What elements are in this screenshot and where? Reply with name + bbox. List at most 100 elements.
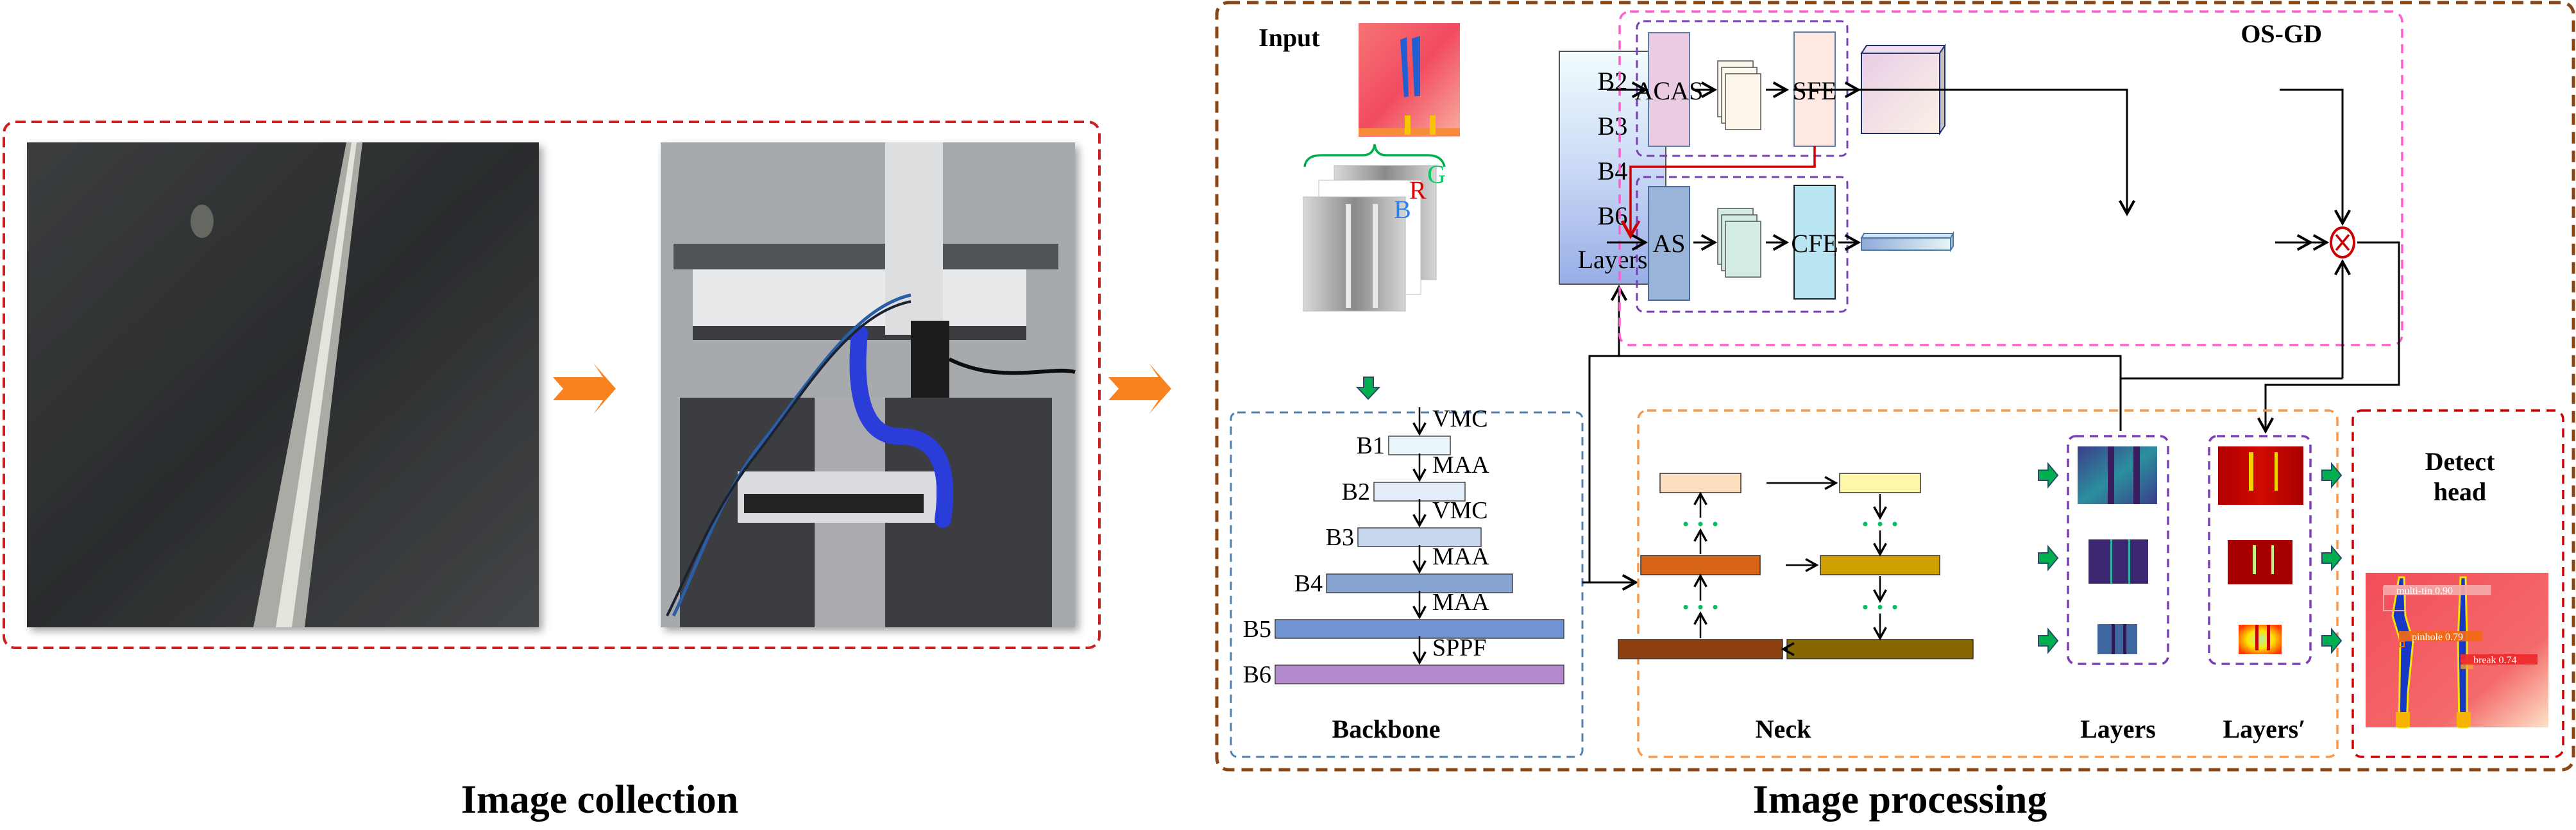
- backbone-stage-label: B5: [1243, 616, 1271, 643]
- acas-label: ACAS: [1635, 76, 1704, 105]
- solder-closeup-photo: [27, 142, 539, 627]
- spatial-feature-cube: [1860, 43, 1946, 136]
- backbone-stage-block: [1357, 527, 1482, 547]
- input-title: Input: [1258, 23, 1320, 52]
- ellipsis-dot: [1877, 521, 1883, 527]
- ellipsis-dot: [1863, 521, 1868, 527]
- as-label: AS: [1652, 229, 1685, 258]
- ellipsis-dot: [1713, 605, 1718, 609]
- neck-title: Neck: [1756, 715, 1811, 743]
- ellipsis-dot: [1863, 605, 1868, 609]
- green-arrow-icon: [2038, 545, 2059, 572]
- backbone-title: Backbone: [1332, 715, 1441, 743]
- image-processing-caption: Image processing: [1752, 778, 2047, 822]
- multiply-to-layers-prime-connector: [2257, 241, 2400, 434]
- image-collection-caption: Image collection: [461, 778, 739, 822]
- sfe-to-as-connector: [1620, 146, 1816, 239]
- neck-border: [1637, 409, 2339, 758]
- stack-item-label: B2: [1598, 67, 1628, 96]
- green-down-arrow-icon: [1355, 377, 1381, 400]
- collection-border: [3, 121, 1101, 649]
- backbone-stage-label: B1: [1357, 432, 1385, 459]
- stack-item-label: B3: [1598, 112, 1628, 140]
- detection-label-text: break 0.74: [2473, 655, 2517, 666]
- backbone-stage-block: [1326, 573, 1513, 593]
- green-arrow-icon: [2038, 462, 2059, 489]
- ellipsis-dot: [1683, 605, 1688, 609]
- layers-prime-title: Layers′: [2223, 715, 2305, 743]
- flow-arrow-icon: [553, 363, 616, 414]
- detect-title-line1: Detect: [2425, 447, 2495, 476]
- detection-label-text: pinhole 0.79: [2412, 632, 2463, 643]
- ellipsis-dot: [1683, 521, 1688, 527]
- as-block: AS: [1648, 186, 1690, 301]
- backbone-op-label: SPPF: [1432, 634, 1487, 661]
- detection-label-bg: [2399, 631, 2482, 641]
- backbone-op-label: MAA: [1432, 589, 1489, 616]
- backbone-op-label: VMC: [1432, 405, 1488, 432]
- multiply-operator-icon: [2330, 226, 2355, 258]
- osgd-title: OS-GD: [2241, 19, 2322, 48]
- layers-border: [2067, 435, 2169, 665]
- backbone-stage-block: [1275, 619, 1564, 639]
- inspection-machine-photo: [661, 142, 1076, 627]
- channel-g-label: G: [1427, 160, 1446, 189]
- stack-item-label: B4: [1598, 157, 1628, 185]
- layers-title: Layers: [2080, 715, 2156, 743]
- top-feature-maps: [1717, 60, 1761, 130]
- green-arrow-icon: [2321, 627, 2343, 654]
- green-arrow-icon: [2038, 627, 2059, 654]
- neck-blocks: [1618, 473, 1974, 659]
- backbone-op-label: VMC: [1432, 497, 1488, 524]
- ellipsis-dot: [1892, 521, 1897, 527]
- ellipsis-dot: [1877, 605, 1883, 609]
- cfe-block: CFE: [1791, 185, 1838, 300]
- channel-brace-icon: [1303, 144, 1446, 167]
- neck-left-block: [1640, 555, 1761, 575]
- ellipsis-dot: [1713, 521, 1718, 527]
- green-arrows-to-detect: [2321, 462, 2343, 654]
- detect-border: [2351, 409, 2564, 758]
- neck-left-block: [1618, 639, 1783, 659]
- detect-title-line2: head: [2434, 477, 2486, 506]
- backbone-border: [1230, 411, 1584, 758]
- backbone-stage-label: B2: [1342, 479, 1370, 505]
- neck-right-block: [1839, 473, 1921, 493]
- processing-border: [1215, 1, 2575, 772]
- backbone-to-stack-connector: [1588, 355, 1619, 582]
- channel-r-label: R: [1409, 176, 1427, 205]
- image-processing-panel: Input G R B V: [1215, 1, 2575, 772]
- backbone-op-label: MAA: [1432, 543, 1489, 570]
- image-collection-panel: [3, 121, 1171, 649]
- channel-b-label: B: [1394, 195, 1411, 224]
- backbone-stage-block: [1388, 436, 1451, 455]
- cube-to-multiply-connector: [1793, 89, 2136, 217]
- backbone-op-label: MAA: [1432, 452, 1489, 479]
- acas-block: ACAS: [1635, 32, 1704, 147]
- backbone-stage-label: B4: [1294, 570, 1323, 597]
- green-arrow-icon: [2321, 545, 2343, 572]
- detection-label-bg: [2461, 654, 2538, 665]
- detection-label-text: multi-tin 0.90: [2396, 586, 2453, 597]
- backbone-stage-block: [1275, 665, 1564, 684]
- detection-label-bg: [2384, 585, 2491, 595]
- ellipsis-dot: [1698, 521, 1703, 527]
- ellipsis-dot: [1698, 605, 1703, 609]
- bottom-feature-maps: [1717, 208, 1761, 278]
- backbone-stage-label: B6: [1243, 661, 1271, 688]
- neck-left-block: [1659, 473, 1741, 493]
- stack-item-label: B6: [1598, 201, 1628, 230]
- layers-prime-heatmaps: [2218, 446, 2303, 654]
- backbone-stage-block: [1373, 482, 1466, 502]
- neck-right-block: [1820, 555, 1940, 575]
- rgb-channel-stack: G R B: [1303, 160, 1446, 312]
- input-thermal-image: [1359, 23, 1460, 137]
- detection-labels: multi-tin 0.90 pinhole 0.79 break 0.74: [2384, 585, 2538, 666]
- green-arrows-to-layers: [2038, 462, 2059, 654]
- backbone-stage-label: B3: [1326, 524, 1354, 551]
- neck-right-block: [1786, 639, 1974, 659]
- detection-result-image: [2366, 573, 2548, 729]
